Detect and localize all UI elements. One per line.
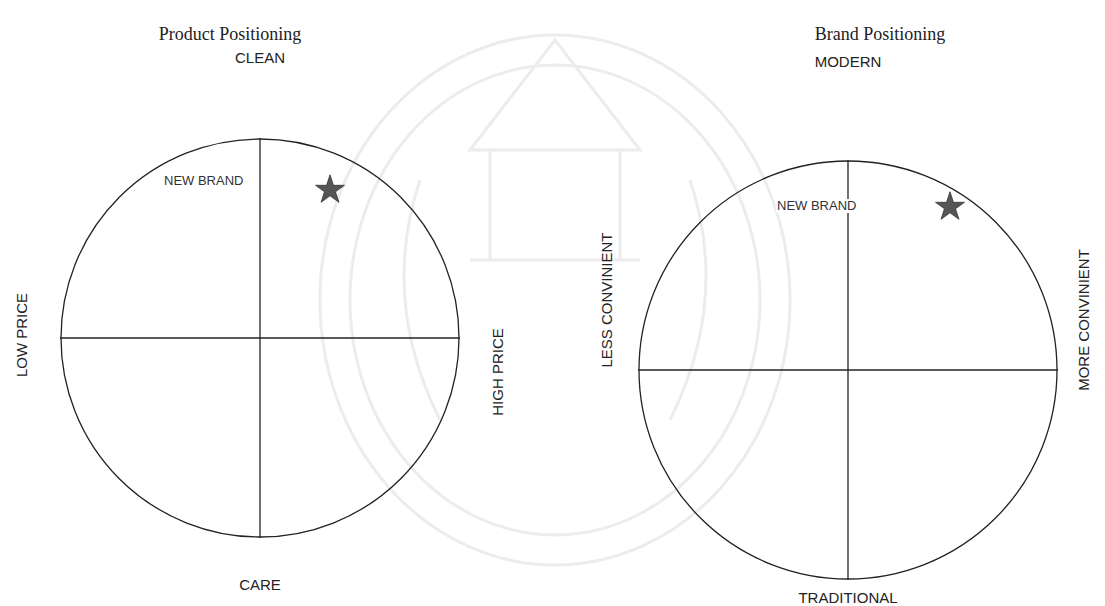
axis-label: LOW PRICE <box>14 293 31 377</box>
positioning-map: NEW BRAND <box>60 138 460 538</box>
axis-label: CARE <box>239 577 281 594</box>
axis-label: LESS CONVINIENT <box>599 232 616 367</box>
brand-star <box>936 192 965 220</box>
horizontal-axis <box>638 369 1058 370</box>
axis-label: HIGH PRICE <box>490 328 507 416</box>
map-outline <box>638 160 1058 580</box>
brand-label: NEW BRAND <box>163 174 244 188</box>
map-circle <box>61 139 459 537</box>
map-heading: Product Positioning <box>159 25 302 45</box>
map-outline <box>60 138 460 538</box>
axis-label: MORE CONVINIENT <box>1076 249 1093 391</box>
horizontal-axis <box>60 337 460 338</box>
brand-label: NEW BRAND <box>776 199 857 213</box>
axis-label: CLEAN <box>235 50 285 67</box>
axis-label: TRADITIONAL <box>798 590 897 606</box>
map-heading: Brand Positioning <box>815 25 946 45</box>
positioning-map: NEW BRAND <box>638 160 1058 580</box>
watermark-seal <box>320 35 790 565</box>
brand-star <box>316 175 345 203</box>
map-circle <box>639 161 1057 579</box>
axis-label: MODERN <box>815 54 882 71</box>
